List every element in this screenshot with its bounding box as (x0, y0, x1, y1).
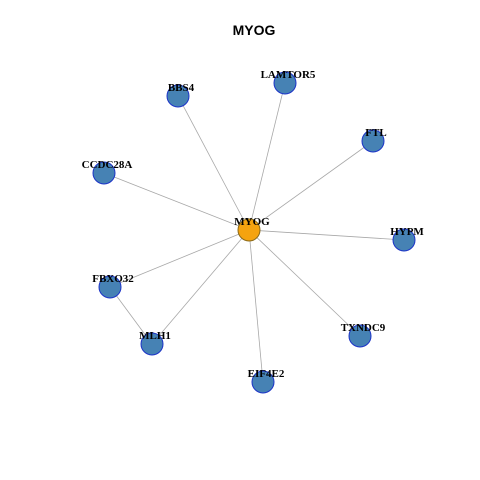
node-circle-mlh1 (140, 332, 164, 356)
edge-myog-fbxo32 (109, 229, 250, 288)
node-ccdc28a: CCDC28A (82, 159, 133, 185)
edge-myog-ftl (248, 140, 374, 231)
edge-myog-bbs4 (177, 95, 250, 231)
node-circle-txndc9 (348, 324, 372, 348)
node-fbxo32: FBXO32 (92, 273, 134, 299)
node-circle-hypm (392, 228, 416, 252)
node-bbs4: BBS4 (166, 82, 195, 108)
node-eif4e2: EIF4E2 (248, 368, 285, 394)
graph-title: MYOG (233, 22, 276, 38)
node-circle-eif4e2 (251, 370, 275, 394)
node-label-ccdc28a: CCDC28A (82, 159, 133, 171)
node-label-mlh1: MLH1 (139, 330, 171, 342)
edge-myog-ccdc28a (103, 172, 250, 231)
node-mlh1: MLH1 (139, 330, 171, 356)
node-lamtor5: LAMTOR5 (261, 69, 316, 95)
node-circle-ccdc28a (92, 161, 116, 185)
edge-myog-lamtor5 (248, 82, 286, 231)
node-circle-bbs4 (166, 84, 190, 108)
node-circle-ftl (361, 129, 385, 153)
node-txndc9: TXNDC9 (341, 322, 386, 348)
node-label-hypm: HYPM (390, 226, 424, 238)
edge-myog-eif4e2 (248, 229, 264, 383)
node-label-lamtor5: LAMTOR5 (261, 69, 316, 81)
node-circle-fbxo32 (98, 275, 122, 299)
node-label-bbs4: BBS4 (168, 82, 195, 94)
node-label-fbxo32: FBXO32 (92, 273, 134, 285)
node-hypm: HYPM (390, 226, 424, 252)
edges-layer (103, 82, 405, 383)
node-circle-lamtor5 (273, 71, 297, 95)
node-label-txndc9: TXNDC9 (341, 322, 386, 334)
edge-myog-txndc9 (248, 229, 361, 337)
node-label-myog: MYOG (234, 216, 270, 228)
edge-myog-hypm (248, 229, 405, 241)
node-myog: MYOG (234, 216, 270, 242)
edge-myog-mlh1 (151, 229, 250, 345)
node-ftl: FTL (361, 127, 387, 153)
edge-fbxo32-mlh1 (109, 286, 153, 345)
node-label-ftl: FTL (365, 127, 386, 139)
node-circle-myog (237, 218, 261, 242)
node-label-eif4e2: EIF4E2 (248, 368, 285, 380)
